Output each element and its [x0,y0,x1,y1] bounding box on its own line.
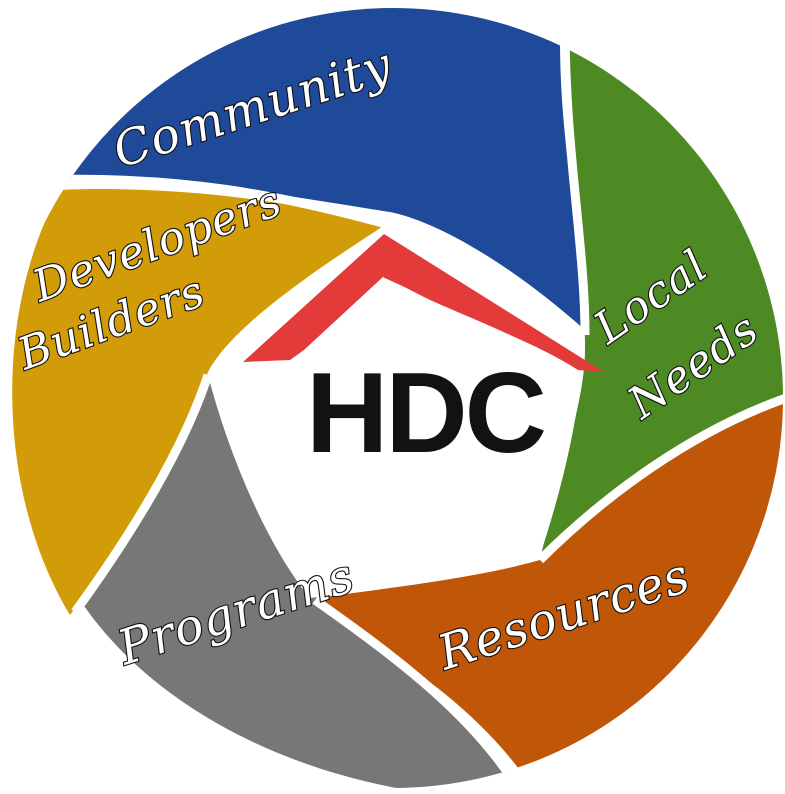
segment-community [35,8,585,330]
house-roof-icon [243,234,604,372]
roof-underline [383,274,561,358]
separator-2 [560,24,590,336]
center-logo-text: HDC [306,350,545,477]
separator-3 [536,390,783,564]
roof-shape [243,234,604,372]
separator-5 [71,373,213,615]
segment-developers-builders [12,189,386,615]
separator-4 [312,596,529,788]
separator-1 [34,174,392,230]
segment-separators [34,24,783,788]
